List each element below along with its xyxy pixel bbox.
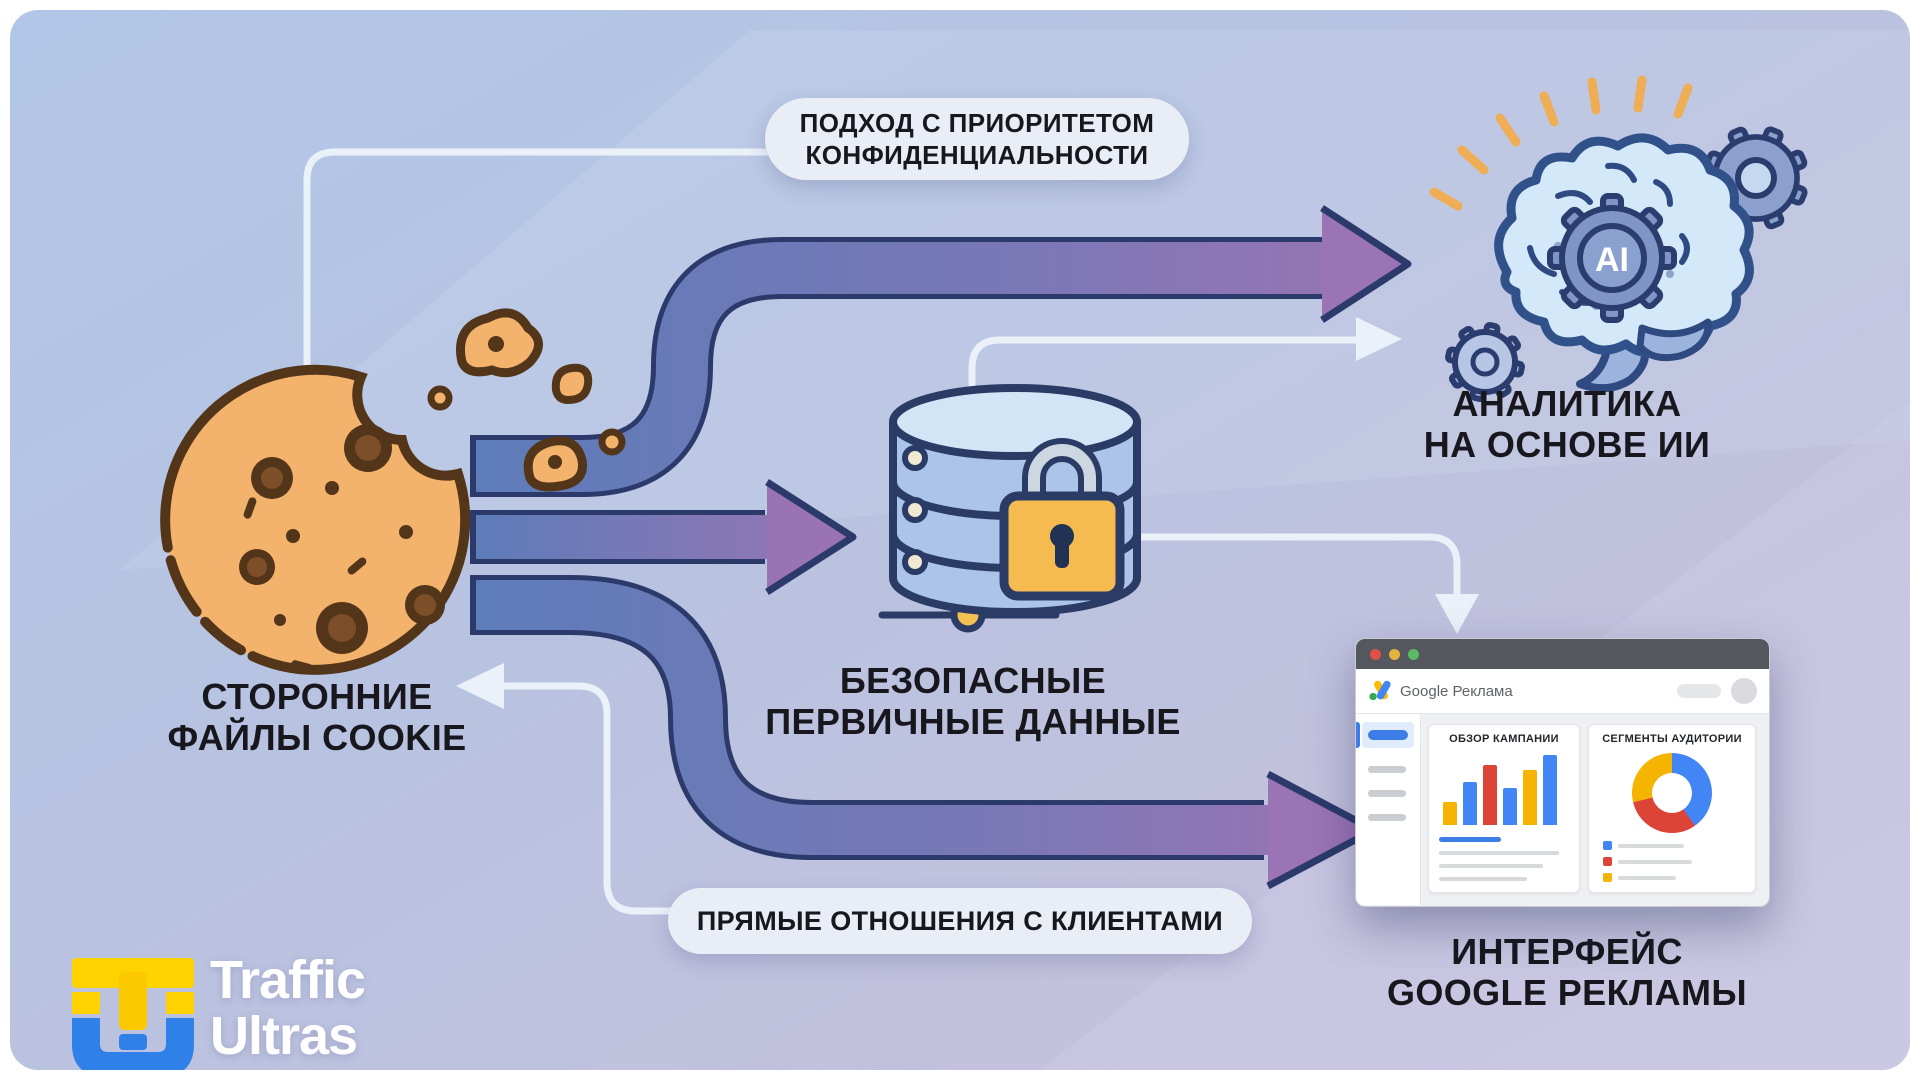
label-line: АНАЛИТИКА xyxy=(1452,383,1682,424)
label-line: ФАЙЛЫ COOKIE xyxy=(167,717,467,759)
legend-label-line xyxy=(1618,859,1692,864)
placeholder-text-line xyxy=(1439,851,1559,855)
connector-direct-pill-to-cookies xyxy=(498,682,682,915)
gear-top-right-icon xyxy=(1690,112,1822,244)
avatar xyxy=(1731,678,1757,704)
label-line: GOOGLE РЕКЛАМЫ xyxy=(1386,972,1748,1014)
connector-direct-pill-arrowhead xyxy=(456,663,504,709)
placeholder-text-line xyxy=(1439,864,1543,868)
label-line: НА ОСНОВЕ ИИ xyxy=(1423,424,1711,466)
secure-database-icon xyxy=(878,384,1141,633)
campaign-bar-1 xyxy=(1463,782,1477,825)
brain-lobe-shade xyxy=(1636,318,1712,362)
label-line: ПЕРВИЧНЫЕ ДАННЫЕ xyxy=(765,701,1181,743)
legend-row-segment-blue xyxy=(1603,841,1747,850)
window-titlebar xyxy=(1356,639,1769,669)
campaign-overview-card: ОБЗОР КАМПАНИИ xyxy=(1428,724,1580,893)
campaign-bar-5 xyxy=(1543,755,1557,825)
infographic-canvas: AI ПОДХОД С ПРИОРИТЕТОМ КОНФИДЕНЦИАЛЬНОС… xyxy=(10,10,1910,1070)
maximize-traffic-light xyxy=(1408,648,1419,660)
audience-card-title: СЕГМЕНТЫ АУДИТОРИИ xyxy=(1602,733,1742,745)
campaign-card-title: ОБЗОР КАМПАНИИ xyxy=(1449,733,1559,745)
third-party-cookies-label: СТОРОННИЕ ФАЙЛЫ COOKIE xyxy=(107,676,527,758)
campaign-bar-chart xyxy=(1443,755,1565,825)
audience-legend xyxy=(1603,841,1747,882)
audience-segments-card: СЕГМЕНТЫ АУДИТОРИИ xyxy=(1588,724,1756,893)
arrow-cookies-to-ads xyxy=(470,575,1378,890)
cookie-chips xyxy=(239,424,445,672)
secure-data-label: БЕЗОПАСНЫЕ ПЕРВИЧНЫЕ ДАННЫЕ xyxy=(713,660,1233,742)
campaign-bar-0 xyxy=(1443,801,1457,825)
sidebar-active-bar xyxy=(1368,730,1408,740)
campaign-bar-2 xyxy=(1483,764,1497,825)
connector-data-to-ai-arrowhead xyxy=(1356,317,1402,361)
connector-cookie-to-privacy-pill xyxy=(303,148,780,386)
minimize-traffic-light xyxy=(1389,648,1400,660)
arrow-cookies-to-data xyxy=(470,479,857,595)
legend-chip xyxy=(1603,873,1612,882)
sidebar xyxy=(1356,714,1421,905)
donut-hole xyxy=(1652,773,1692,813)
sidebar-item xyxy=(1368,814,1406,821)
direct-relationships-pill: ПРЯМЫЕ ОТНОШЕНИЯ С КЛИЕНТАМИ xyxy=(668,888,1252,954)
gear-bottom-left-icon xyxy=(1441,318,1529,406)
legend-label-line xyxy=(1618,843,1684,848)
label-line: ИНТЕРФЕЙС xyxy=(1451,931,1683,972)
lock-icon xyxy=(999,438,1125,601)
legend-label-line xyxy=(1618,875,1676,880)
legend-row-segment-red xyxy=(1603,857,1747,866)
sidebar-item xyxy=(1368,790,1406,797)
app-name: Google Реклама xyxy=(1400,682,1513,700)
google-ads-window: Google Реклама ОБЗОР КАМПАНИИ xyxy=(1355,638,1770,907)
brand-line1: Traffic xyxy=(210,950,366,1010)
campaign-bar-3 xyxy=(1503,787,1517,825)
legend-chip xyxy=(1603,857,1612,866)
window-body: ОБЗОР КАМПАНИИ СЕГМЕНТЫ АУДИТОРИИ xyxy=(1356,714,1769,905)
audience-donut-chart xyxy=(1632,753,1712,833)
chart-caption-line xyxy=(1439,837,1501,842)
close-traffic-light xyxy=(1370,648,1381,660)
arrow-cookies-to-ai xyxy=(470,205,1412,497)
traffic-ultras-logo-icon xyxy=(72,958,194,1070)
direct-pill-text: ПРЯМЫЕ ОТНОШЕНИЯ С КЛИЕНТАМИ xyxy=(696,905,1224,936)
privacy-pill-line1: ПОДХОД С ПРИОРИТЕТОМ xyxy=(799,107,1155,138)
rays-icon xyxy=(1429,75,1693,211)
privacy-first-pill: ПОДХОД С ПРИОРИТЕТОМ КОНФИДЕНЦИАЛЬНОСТИ xyxy=(765,98,1189,180)
connector-data-to-ads xyxy=(1112,533,1461,600)
toolbar-pill-button xyxy=(1677,684,1721,698)
connector-data-to-ads-arrowhead xyxy=(1435,594,1479,634)
sidebar-active-indicator xyxy=(1356,722,1360,748)
label-line: СТОРОННИЕ xyxy=(201,676,433,717)
ads-interface-label: ИНТЕРФЕЙС GOOGLE РЕКЛАМЫ xyxy=(1342,931,1792,1013)
window-toolbar: Google Реклама xyxy=(1356,669,1769,714)
ai-analytics-label: АНАЛИТИКА НА ОСНОВЕ ИИ xyxy=(1357,383,1777,465)
cookie-icon xyxy=(160,308,626,675)
placeholder-text-line xyxy=(1439,877,1527,881)
cookie-crumbs xyxy=(427,308,626,492)
ai-brain-icon: AI xyxy=(1429,75,1822,406)
ai-badge-text: AI xyxy=(1595,241,1629,279)
google-ads-logo-icon xyxy=(1369,680,1391,701)
campaign-bar-4 xyxy=(1523,769,1537,825)
brand-wordmark: Traffic Ultras xyxy=(210,950,366,1067)
label-line: БЕЗОПАСНЫЕ xyxy=(839,660,1107,701)
sidebar-item xyxy=(1368,766,1406,773)
brain-stem xyxy=(1576,338,1650,393)
legend-row-segment-yellow xyxy=(1603,873,1747,882)
ai-gear-icon: AI xyxy=(1550,196,1674,320)
connectors xyxy=(303,148,1479,915)
brand-line2: Ultras xyxy=(210,1006,358,1067)
privacy-pill-line2: КОНФИДЕНЦИАЛЬНОСТИ xyxy=(805,140,1149,170)
legend-chip xyxy=(1603,841,1612,850)
connector-data-to-ai xyxy=(968,336,1364,394)
